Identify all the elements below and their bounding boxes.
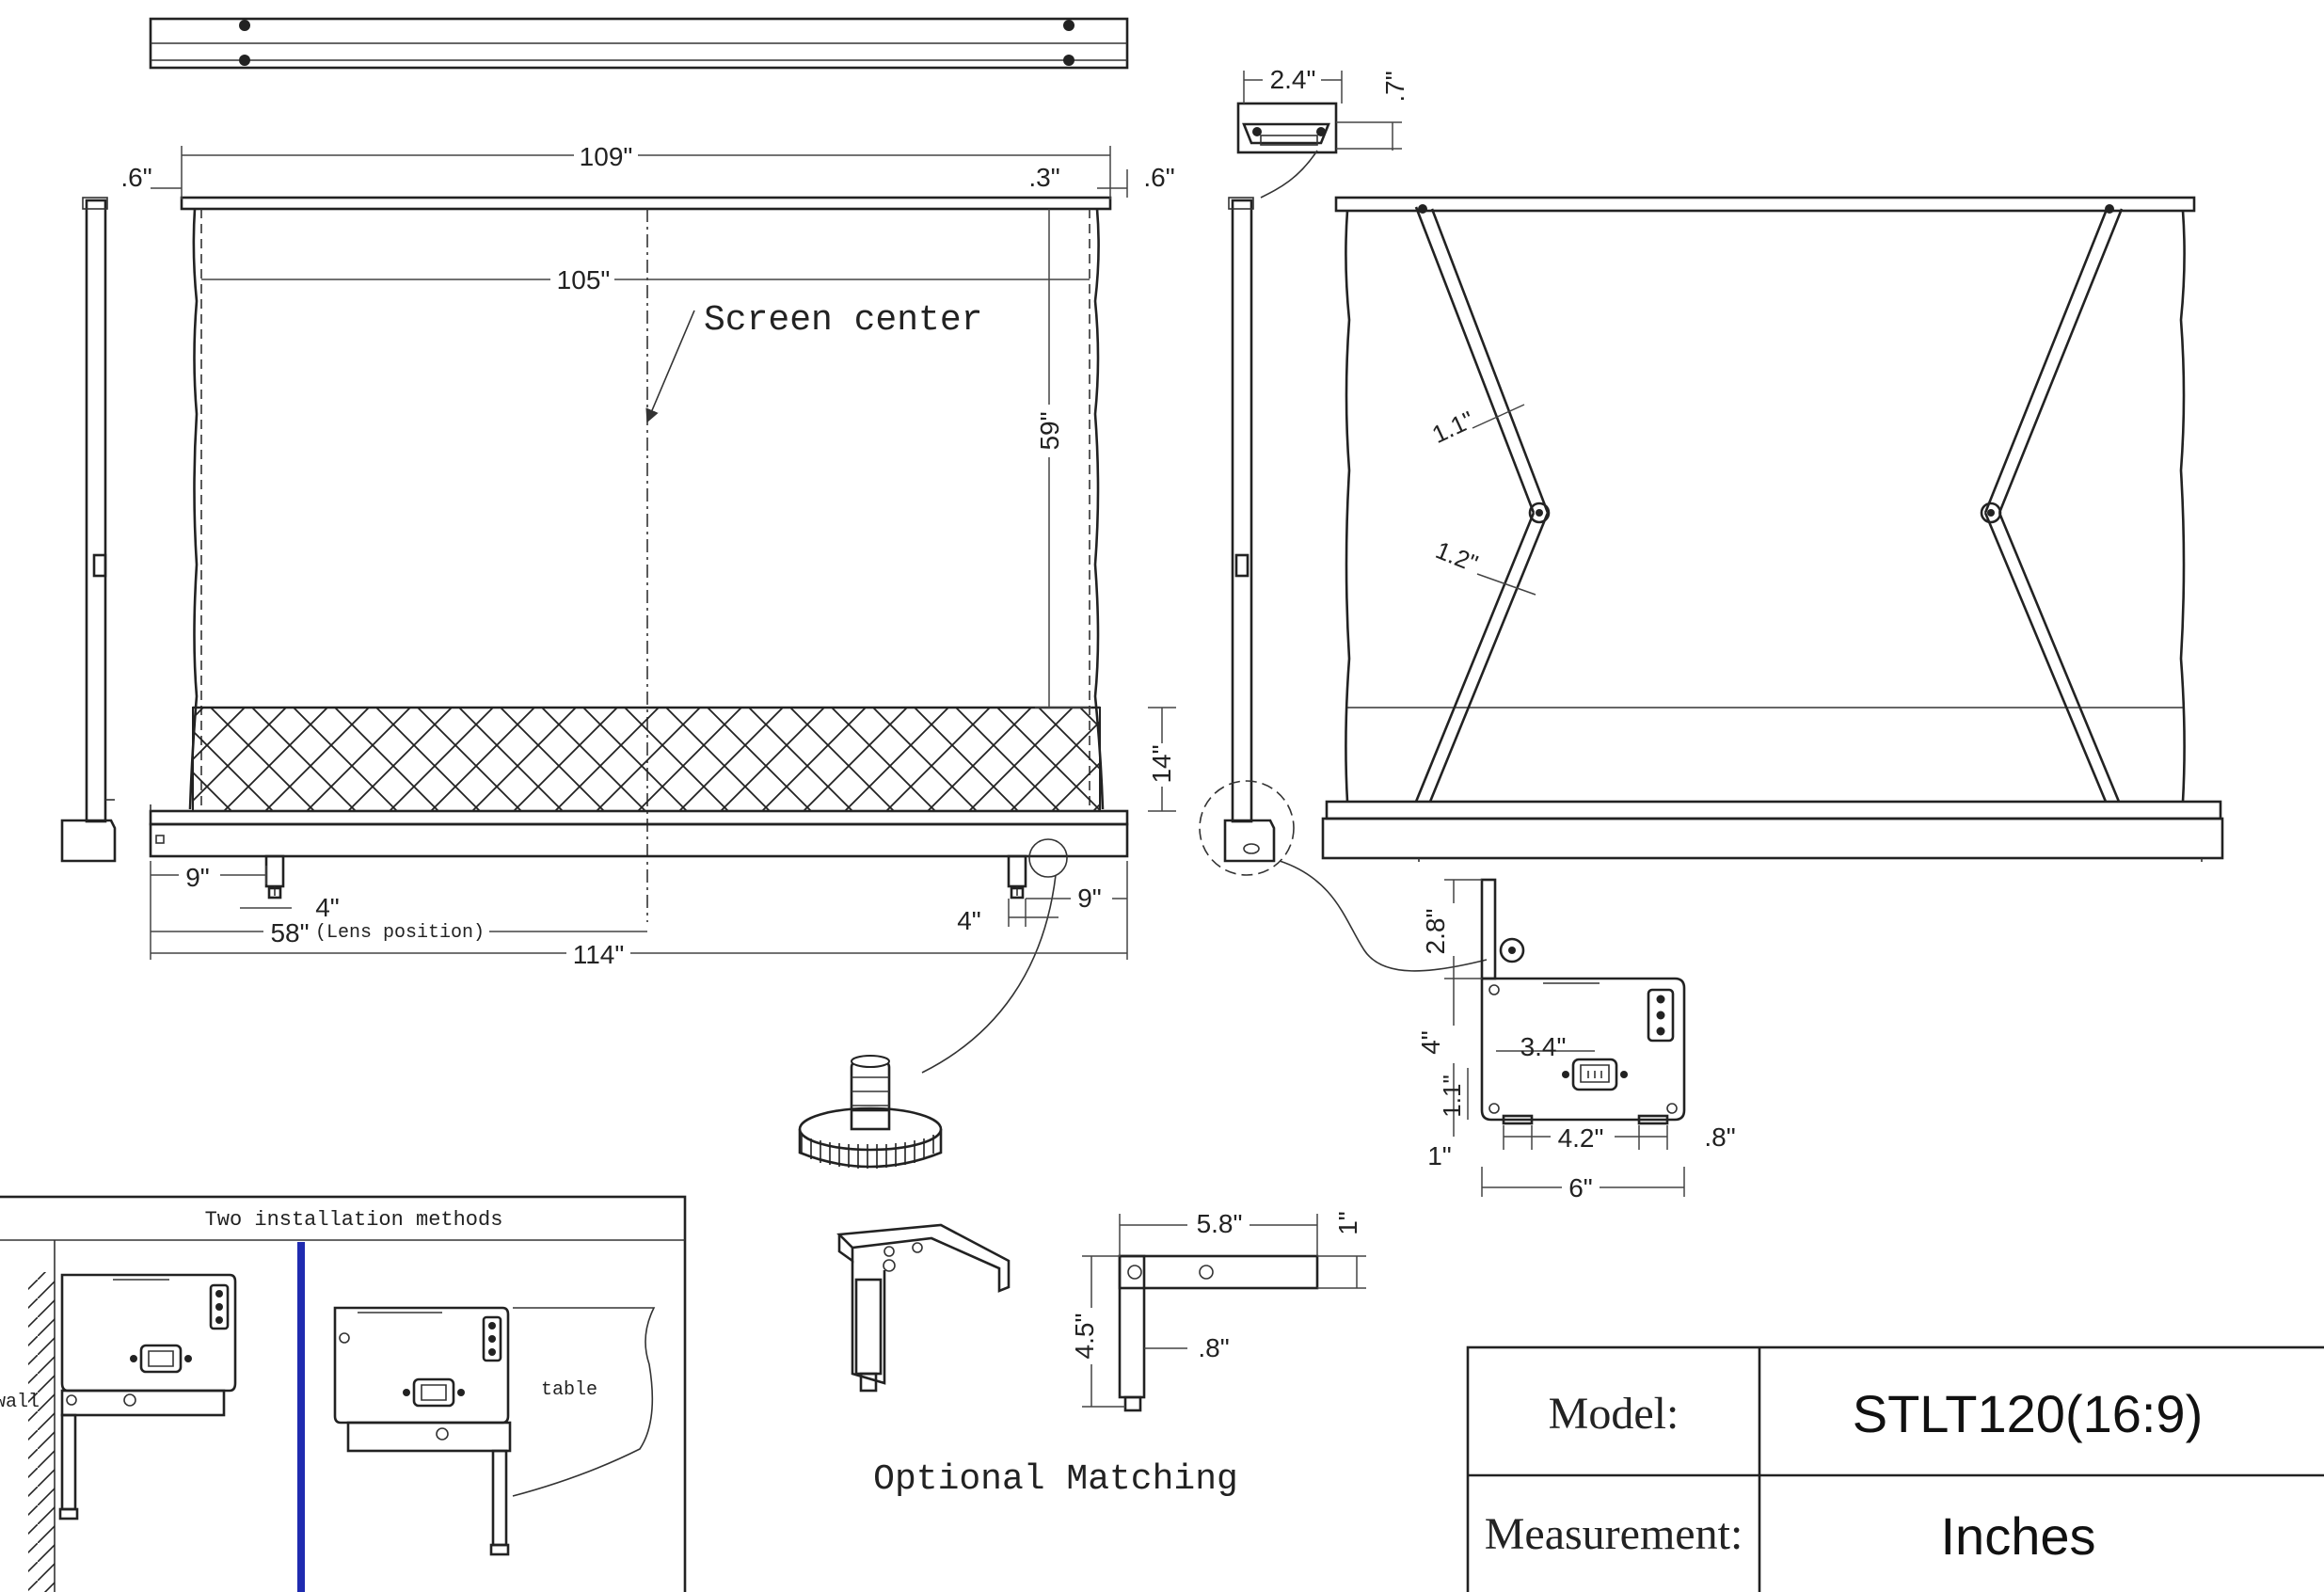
dim-14: 14" <box>1147 744 1176 783</box>
dim-bracket-thickness: 1" <box>1333 1211 1362 1235</box>
front-view <box>149 196 1129 1074</box>
dim-foot-left-width: 4" <box>315 893 340 922</box>
bracket-isometric <box>836 1223 1011 1393</box>
installation-methods-box: Two installation methods wall <box>0 1195 687 1592</box>
measurement-value: Inches <box>1941 1506 2096 1566</box>
table-mount-unit <box>333 1306 656 1556</box>
dim-foot-right: 9" <box>1077 884 1102 913</box>
rear-view: 1.1" 1.2" <box>1321 196 2224 862</box>
dim-right-margin: .6" <box>1143 163 1174 192</box>
dim-arm-upper: 1.1" <box>1427 406 1478 449</box>
dim-109: 109" <box>580 142 633 171</box>
dim-foot-left: 9" <box>185 863 210 892</box>
end-cap-dimensions: 2.8" 4" 3.4" 1.1" 1" 4.2" .8" 6" <box>1416 879 1736 1202</box>
optional-matching-label: Optional Matching <box>873 1459 1238 1500</box>
dim-0-7: .7" <box>1380 71 1409 102</box>
front-foot-right <box>1007 854 1027 899</box>
front-view-dimensions: 109" .6" .3" .6" 105" 59" 14" 9" 4" <box>120 141 1180 969</box>
dim-4-2: 4.2" <box>1558 1123 1604 1153</box>
front-foot-left <box>264 854 285 899</box>
foot-detail-circle <box>1028 838 1068 878</box>
wall-mount-unit <box>58 1273 237 1520</box>
dim-end-height: 4" <box>1416 1030 1445 1055</box>
bracket-dimensions: 5.8" 1" 4.5" .8" <box>1070 1209 1366 1408</box>
dim-foot-right-width: 4" <box>957 906 981 935</box>
housing-end-dimensions: 2.4" .7" <box>1243 65 1409 151</box>
dim-1-1: 1.1" <box>1438 1075 1466 1117</box>
dim-105: 105" <box>557 265 611 295</box>
dim-4-5: 4.5" <box>1070 1313 1099 1360</box>
wall-label: wall <box>0 1392 40 1413</box>
measurement-label: Measurement: <box>1485 1509 1743 1559</box>
black-border-hatch <box>192 707 1101 812</box>
dim-arm-lower: 1.2" <box>1432 535 1482 578</box>
table-label: table <box>541 1379 597 1401</box>
dim-6: 6" <box>1568 1173 1593 1202</box>
screen-center-label: Screen center <box>704 300 982 341</box>
dim-114: 114" <box>573 940 625 969</box>
dim-5-8: 5.8" <box>1197 1209 1243 1238</box>
thumb-screw-knob <box>798 1055 943 1169</box>
bracket-side <box>1118 1254 1319 1412</box>
dim-2-4: 2.4" <box>1270 65 1316 94</box>
dim-bracket-leg: .8" <box>1198 1333 1229 1362</box>
dim-2-8: 2.8" <box>1421 909 1450 955</box>
lens-position-label: (Lens position) <box>315 922 485 944</box>
dim-left-margin: .6" <box>120 163 151 192</box>
installation-title: Two installation methods <box>205 1208 503 1232</box>
divider-blue <box>297 1242 305 1592</box>
end-cap-detail <box>1480 878 1686 1125</box>
dim-foot-1: 1" <box>1427 1141 1452 1170</box>
left-side-view <box>60 197 117 863</box>
dim-0-8-end: .8" <box>1704 1122 1735 1152</box>
dim-58: 58" <box>270 918 309 947</box>
model-label: Model: <box>1549 1389 1679 1439</box>
model-value: STLT120(16:9) <box>1853 1384 2203 1443</box>
top-housing-view <box>149 17 1129 70</box>
title-block: Model: STLT120(16:9) Measurement: Inches <box>1466 1345 2324 1592</box>
housing-end-section <box>1236 102 1338 199</box>
dim-3-4: 3.4" <box>1520 1032 1567 1061</box>
dim-59: 59" <box>1035 411 1064 450</box>
dim-right-inner: .3" <box>1028 163 1059 192</box>
right-side-view <box>1199 197 1488 972</box>
